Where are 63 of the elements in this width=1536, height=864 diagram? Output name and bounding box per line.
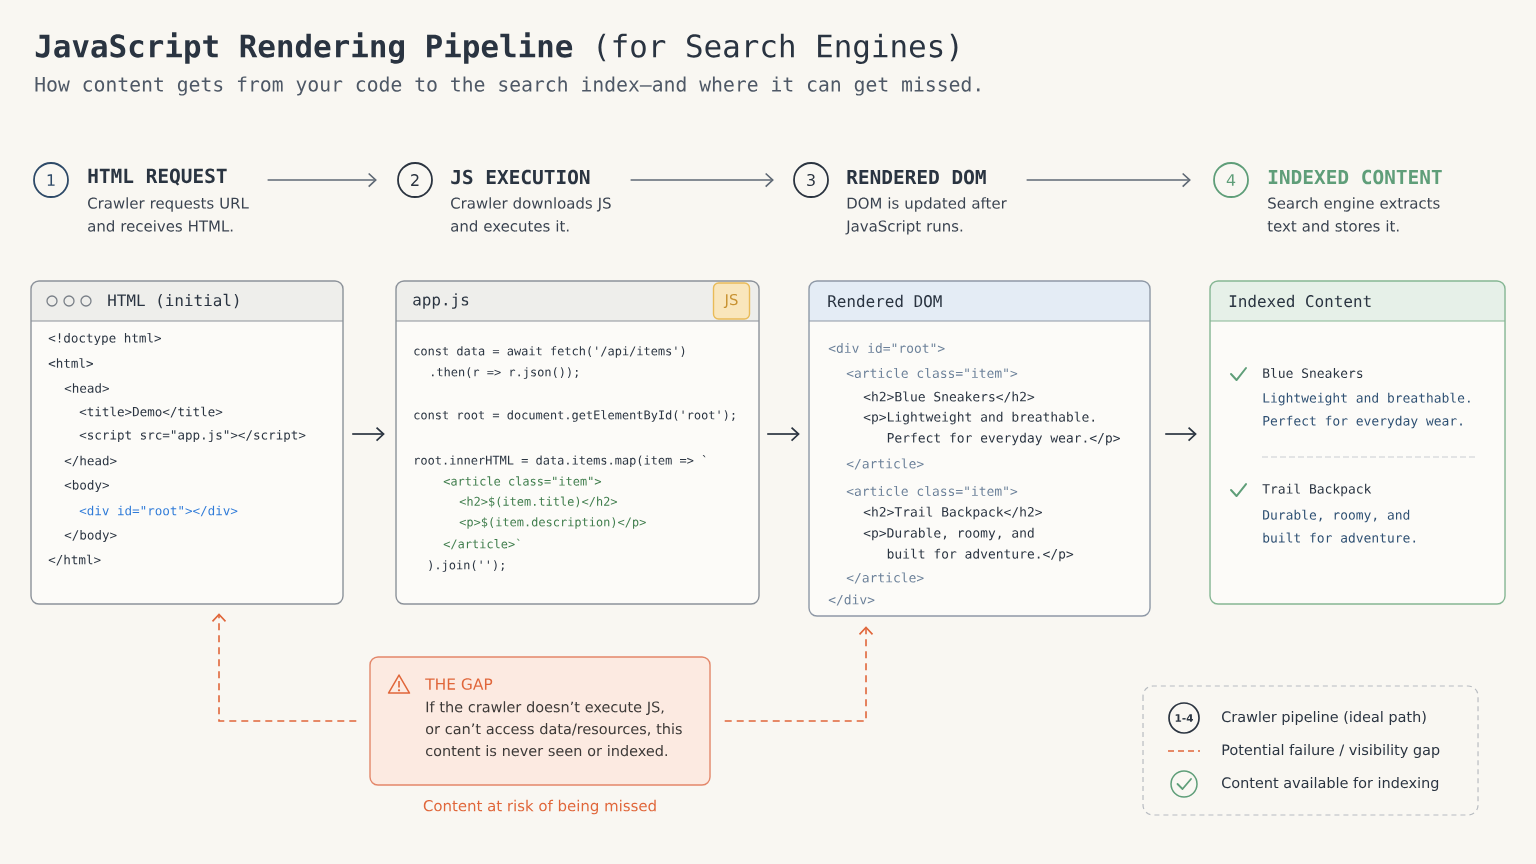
arrow [1025, 172, 1191, 188]
risk-note: Content at risk of being missed [423, 799, 656, 815]
code-line: </article>` [443, 538, 520, 550]
code-line: const root = document.getElementById('root'); [414, 410, 735, 422]
dashed-arrow [723, 626, 874, 722]
step-heading: JS EXECUTION [451, 169, 590, 185]
code-line: <p>Durable, roomy, and built for adventure.</p> [863, 527, 1074, 562]
legend-label: Potential failure / visibility gap [1222, 744, 1440, 758]
arrow [351, 426, 385, 442]
panel-title: Indexed Content [1229, 294, 1371, 308]
panel-title: app.js [413, 293, 469, 309]
arrow [629, 172, 774, 188]
code-line: const data = await fetch('/api/items') [414, 346, 685, 358]
code-line: .then(r => r.json()); [432, 367, 578, 379]
code-line: </body> [64, 529, 117, 543]
code-line: <p>$(item.description)</p> [459, 517, 646, 529]
code-badge: JS [712, 282, 751, 320]
arrow [1164, 426, 1197, 442]
code-line: <title>Demo</title> [79, 406, 223, 418]
item-description: Durable, roomy, and built for adventure. [1263, 509, 1416, 543]
panel-title: Rendered DOM [828, 294, 942, 308]
code-line: <p>Lightweight and breathable. Perfect for everyday wear.</p> [863, 411, 1120, 446]
step-heading: INDEXED CONTENT [1268, 169, 1442, 185]
code-line: <div id="root"> [828, 343, 945, 353]
warning-heading: THE GAP [425, 678, 493, 690]
code-line: </head> [64, 455, 117, 467]
code-line: <h2>Trail Backpack</h2> [863, 506, 1042, 520]
code-line: <article class="item"> [846, 485, 1018, 497]
legend-label: Content available for indexing [1222, 777, 1439, 791]
code-line: </div> [828, 594, 875, 606]
code-line: <body> [64, 479, 109, 493]
step-description: Crawler downloads JS and executes it. [451, 197, 611, 232]
item-description: Lightweight and breathable. Perfect for everyday wear. [1263, 392, 1470, 429]
code-line: <head> [64, 383, 109, 393]
warning-text: If the crawler doesn’t execute JS, or can’t access data/resources, this content is never seen or indexed. [426, 701, 682, 757]
code-line: <div id="root"></div> [79, 505, 238, 517]
step-description: Crawler requests URL and receives HTML. [88, 197, 249, 232]
dashed-arrow [211, 613, 358, 722]
code-line: ).join(''); [429, 560, 504, 572]
item-title: Blue Sneakers [1263, 367, 1363, 379]
panel-title: HTML (initial) [108, 293, 239, 309]
step-heading: HTML REQUEST [88, 168, 227, 186]
step-heading: RENDERED DOM [847, 169, 986, 185]
step-description: DOM is updated after JavaScript runs. [845, 197, 1007, 235]
code-line: <article class="item"> [846, 367, 1018, 379]
code-line: <article class="item"> [443, 476, 602, 486]
title: JavaScript Rendering Pipeline (for Search Engines) [35, 32, 958, 64]
item-title: Trail Backpack [1262, 483, 1372, 497]
code-line: <html> [48, 358, 93, 368]
code-line: </article> [846, 572, 924, 584]
code-line: <!doctype html> [48, 332, 161, 346]
code-line: </article> [846, 458, 924, 470]
number-badge: 1-4 [1168, 702, 1200, 734]
arrow [766, 426, 800, 442]
code-line: <h2>Blue Sneakers</h2> [863, 391, 1035, 403]
code-line: root.innerHTML = data.items.map(item => ` [415, 455, 706, 468]
subtitle: How content gets from your code to the search index—and where it can get missed. [35, 76, 980, 96]
code-line: <script src="app.js"></script> [79, 429, 306, 443]
arrow [266, 172, 377, 188]
code-line: <h2>$(item.title)</h2> [459, 496, 618, 508]
code-line: </html> [48, 554, 101, 566]
step-description: Search engine extracts text and stores it. [1267, 197, 1440, 232]
legend-label: Crawler pipeline (ideal path) [1222, 711, 1426, 725]
